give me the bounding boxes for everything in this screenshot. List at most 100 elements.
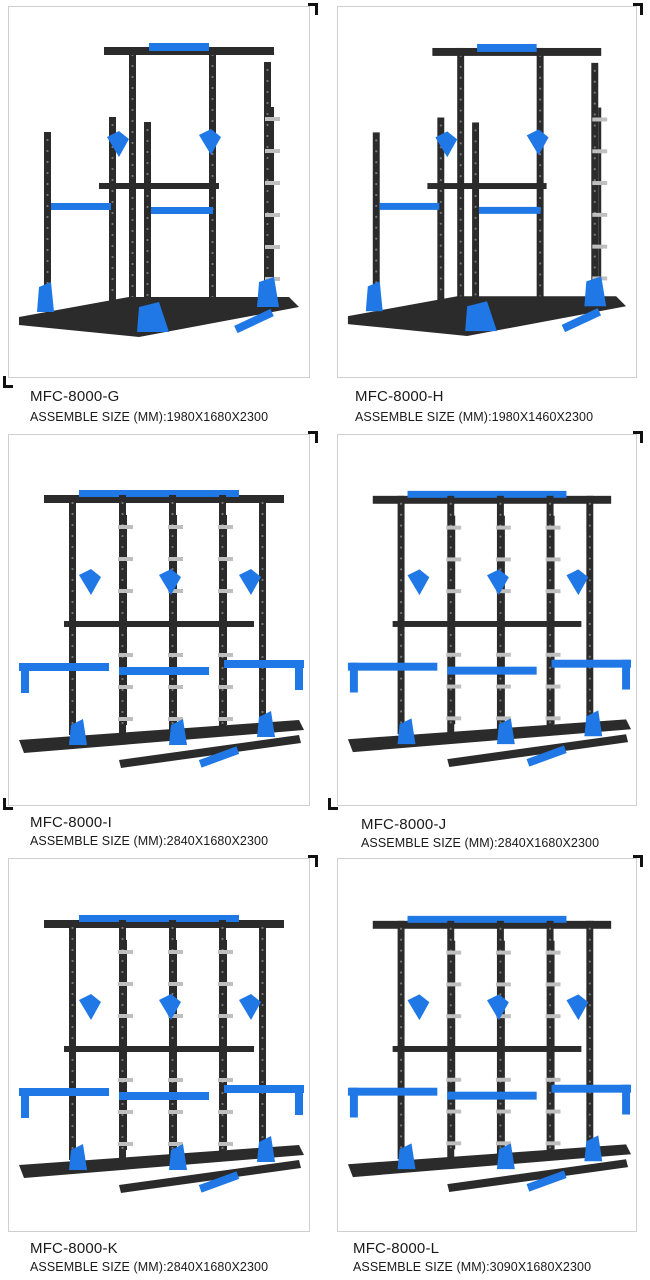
- upright-hole: [121, 959, 124, 963]
- safety-arm: [224, 1085, 304, 1093]
- upright-hole: [211, 152, 214, 156]
- upright-hole: [375, 182, 378, 186]
- upright-hole: [399, 557, 403, 560]
- upright-hole: [211, 75, 214, 79]
- upright-hole: [588, 633, 591, 636]
- upright-hole: [399, 982, 403, 985]
- upright-hole: [548, 633, 552, 636]
- upright-hole: [375, 204, 378, 207]
- upright-hole: [121, 970, 124, 974]
- upright-hole: [399, 502, 403, 505]
- upright-hole: [211, 86, 214, 90]
- upright-hole: [548, 644, 552, 647]
- upright-hole: [539, 164, 542, 167]
- storage-post: [174, 515, 177, 725]
- barbell: [392, 1045, 582, 1052]
- rack-upright: [447, 920, 455, 1160]
- upright-hole: [121, 721, 124, 725]
- product-card[interactable]: MFC-8000-J ASSEMBLE SIZE (MM):2840X1680X…: [325, 428, 650, 858]
- product-card[interactable]: MFC-8000-I ASSEMBLE SIZE (MM):2840X1680X…: [0, 428, 325, 858]
- upright-hole: [221, 699, 224, 703]
- upright-hole: [399, 590, 403, 593]
- upright-hole: [46, 270, 49, 274]
- upright-hole: [46, 226, 49, 230]
- upright-hole: [121, 1069, 124, 1073]
- upright-hole: [121, 926, 124, 930]
- upright-hole: [71, 1113, 74, 1117]
- upright-hole: [499, 1026, 502, 1029]
- product-card[interactable]: MFC-8000-H ASSEMBLE SIZE (MM):1980X1460X…: [325, 0, 650, 430]
- upright-hole: [221, 501, 224, 505]
- upright-hole: [121, 633, 124, 637]
- plate-peg: [446, 1014, 462, 1019]
- upright-hole: [548, 579, 552, 582]
- safety-arm: [447, 1091, 537, 1100]
- upright-hole: [111, 178, 114, 182]
- pullup-bar: [477, 43, 537, 52]
- upright-hole: [474, 293, 477, 296]
- frame-corner-mark: [308, 431, 318, 434]
- product-assemble-size: ASSEMBLE SIZE (MM):3090X1680X2300: [353, 1260, 592, 1274]
- plate-peg: [218, 1142, 233, 1146]
- base-gusset: [365, 281, 383, 312]
- rack-base: [447, 1159, 629, 1193]
- product-image-frame: [337, 6, 637, 378]
- plate-peg: [495, 1014, 511, 1019]
- upright-hole: [121, 600, 124, 604]
- upright-hole: [459, 109, 462, 112]
- storage-post: [124, 940, 127, 1150]
- upright-hole: [146, 128, 149, 132]
- frame-corner-mark: [3, 376, 6, 388]
- upright-hole: [449, 1058, 452, 1061]
- rack-upright: [69, 920, 76, 1160]
- upright-hole: [221, 970, 224, 974]
- frame-corner-mark: [328, 798, 331, 810]
- upright-hole: [266, 134, 269, 138]
- upright-hole: [399, 688, 403, 691]
- upright-hole: [399, 1026, 403, 1029]
- product-card[interactable]: MFC-8000-L ASSEMBLE SIZE (MM):3090X1680X…: [325, 852, 650, 1280]
- upright-hole: [399, 1015, 403, 1018]
- landmine-handle: [198, 746, 240, 768]
- upright-hole: [399, 1004, 403, 1007]
- product-image-frame: [8, 6, 310, 378]
- upright-hole: [588, 1058, 591, 1061]
- barbell: [392, 620, 582, 627]
- upright-hole: [171, 688, 174, 692]
- upright-hole: [261, 545, 264, 549]
- upright-hole: [171, 633, 174, 637]
- upright-hole: [474, 151, 477, 154]
- plate-peg: [495, 684, 511, 689]
- upright-hole: [146, 282, 149, 286]
- upright-hole: [474, 205, 477, 208]
- rack-upright: [372, 132, 380, 307]
- upright-hole: [375, 237, 378, 240]
- plate-peg: [118, 950, 133, 954]
- upright-hole: [539, 251, 542, 254]
- base-gusset: [257, 711, 275, 737]
- upright-hole: [171, 611, 174, 615]
- upright-hole: [399, 568, 403, 571]
- upright-hole: [171, 699, 174, 703]
- plate-peg: [168, 525, 183, 529]
- plate-peg: [495, 982, 511, 987]
- storage-post: [501, 940, 505, 1150]
- upright-hole: [171, 600, 174, 604]
- upright-hole: [171, 644, 174, 648]
- product-card[interactable]: MFC-8000-G ASSEMBLE SIZE (MM):1980X1680X…: [0, 0, 325, 430]
- upright-hole: [211, 284, 214, 288]
- upright-hole: [399, 524, 403, 527]
- upright-hole: [261, 677, 264, 681]
- upright-hole: [459, 284, 462, 287]
- storage-post: [124, 515, 127, 725]
- upright-hole: [71, 1025, 74, 1029]
- top-crossmember: [372, 495, 612, 504]
- upright-hole: [399, 535, 403, 538]
- upright-hole: [588, 513, 591, 516]
- plate-peg: [545, 1077, 561, 1082]
- upright-hole: [261, 1003, 264, 1007]
- frame-corner-mark: [315, 855, 318, 867]
- upright-hole: [449, 502, 452, 505]
- product-card[interactable]: MFC-8000-K ASSEMBLE SIZE (MM):2840X1680X…: [0, 852, 325, 1280]
- upright-hole: [131, 207, 134, 211]
